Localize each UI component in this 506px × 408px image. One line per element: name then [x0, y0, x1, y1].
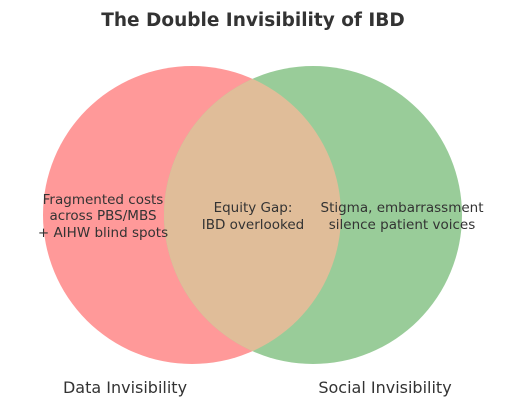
right-region-text-line2: silence patient voices	[329, 217, 476, 233]
right-region-text-line1: Stigma, embarrassment	[321, 200, 484, 216]
left-region-text-line1: Fragmented costs	[43, 192, 164, 208]
left-region-text-line3: + AIHW blind spots	[38, 225, 168, 241]
overlap-region	[164, 66, 341, 364]
left-region-text-line2: across PBS/MBS	[49, 208, 156, 224]
data-invisibility-label: Data Invisibility	[63, 378, 187, 397]
overlap-region-text-line2: IBD overlooked	[202, 217, 305, 233]
diagram-title: The Double Invisibility of IBD	[101, 10, 405, 31]
overlap-region-text-line1: Equity Gap:	[214, 200, 293, 216]
social-invisibility-label: Social Invisibility	[318, 378, 451, 397]
